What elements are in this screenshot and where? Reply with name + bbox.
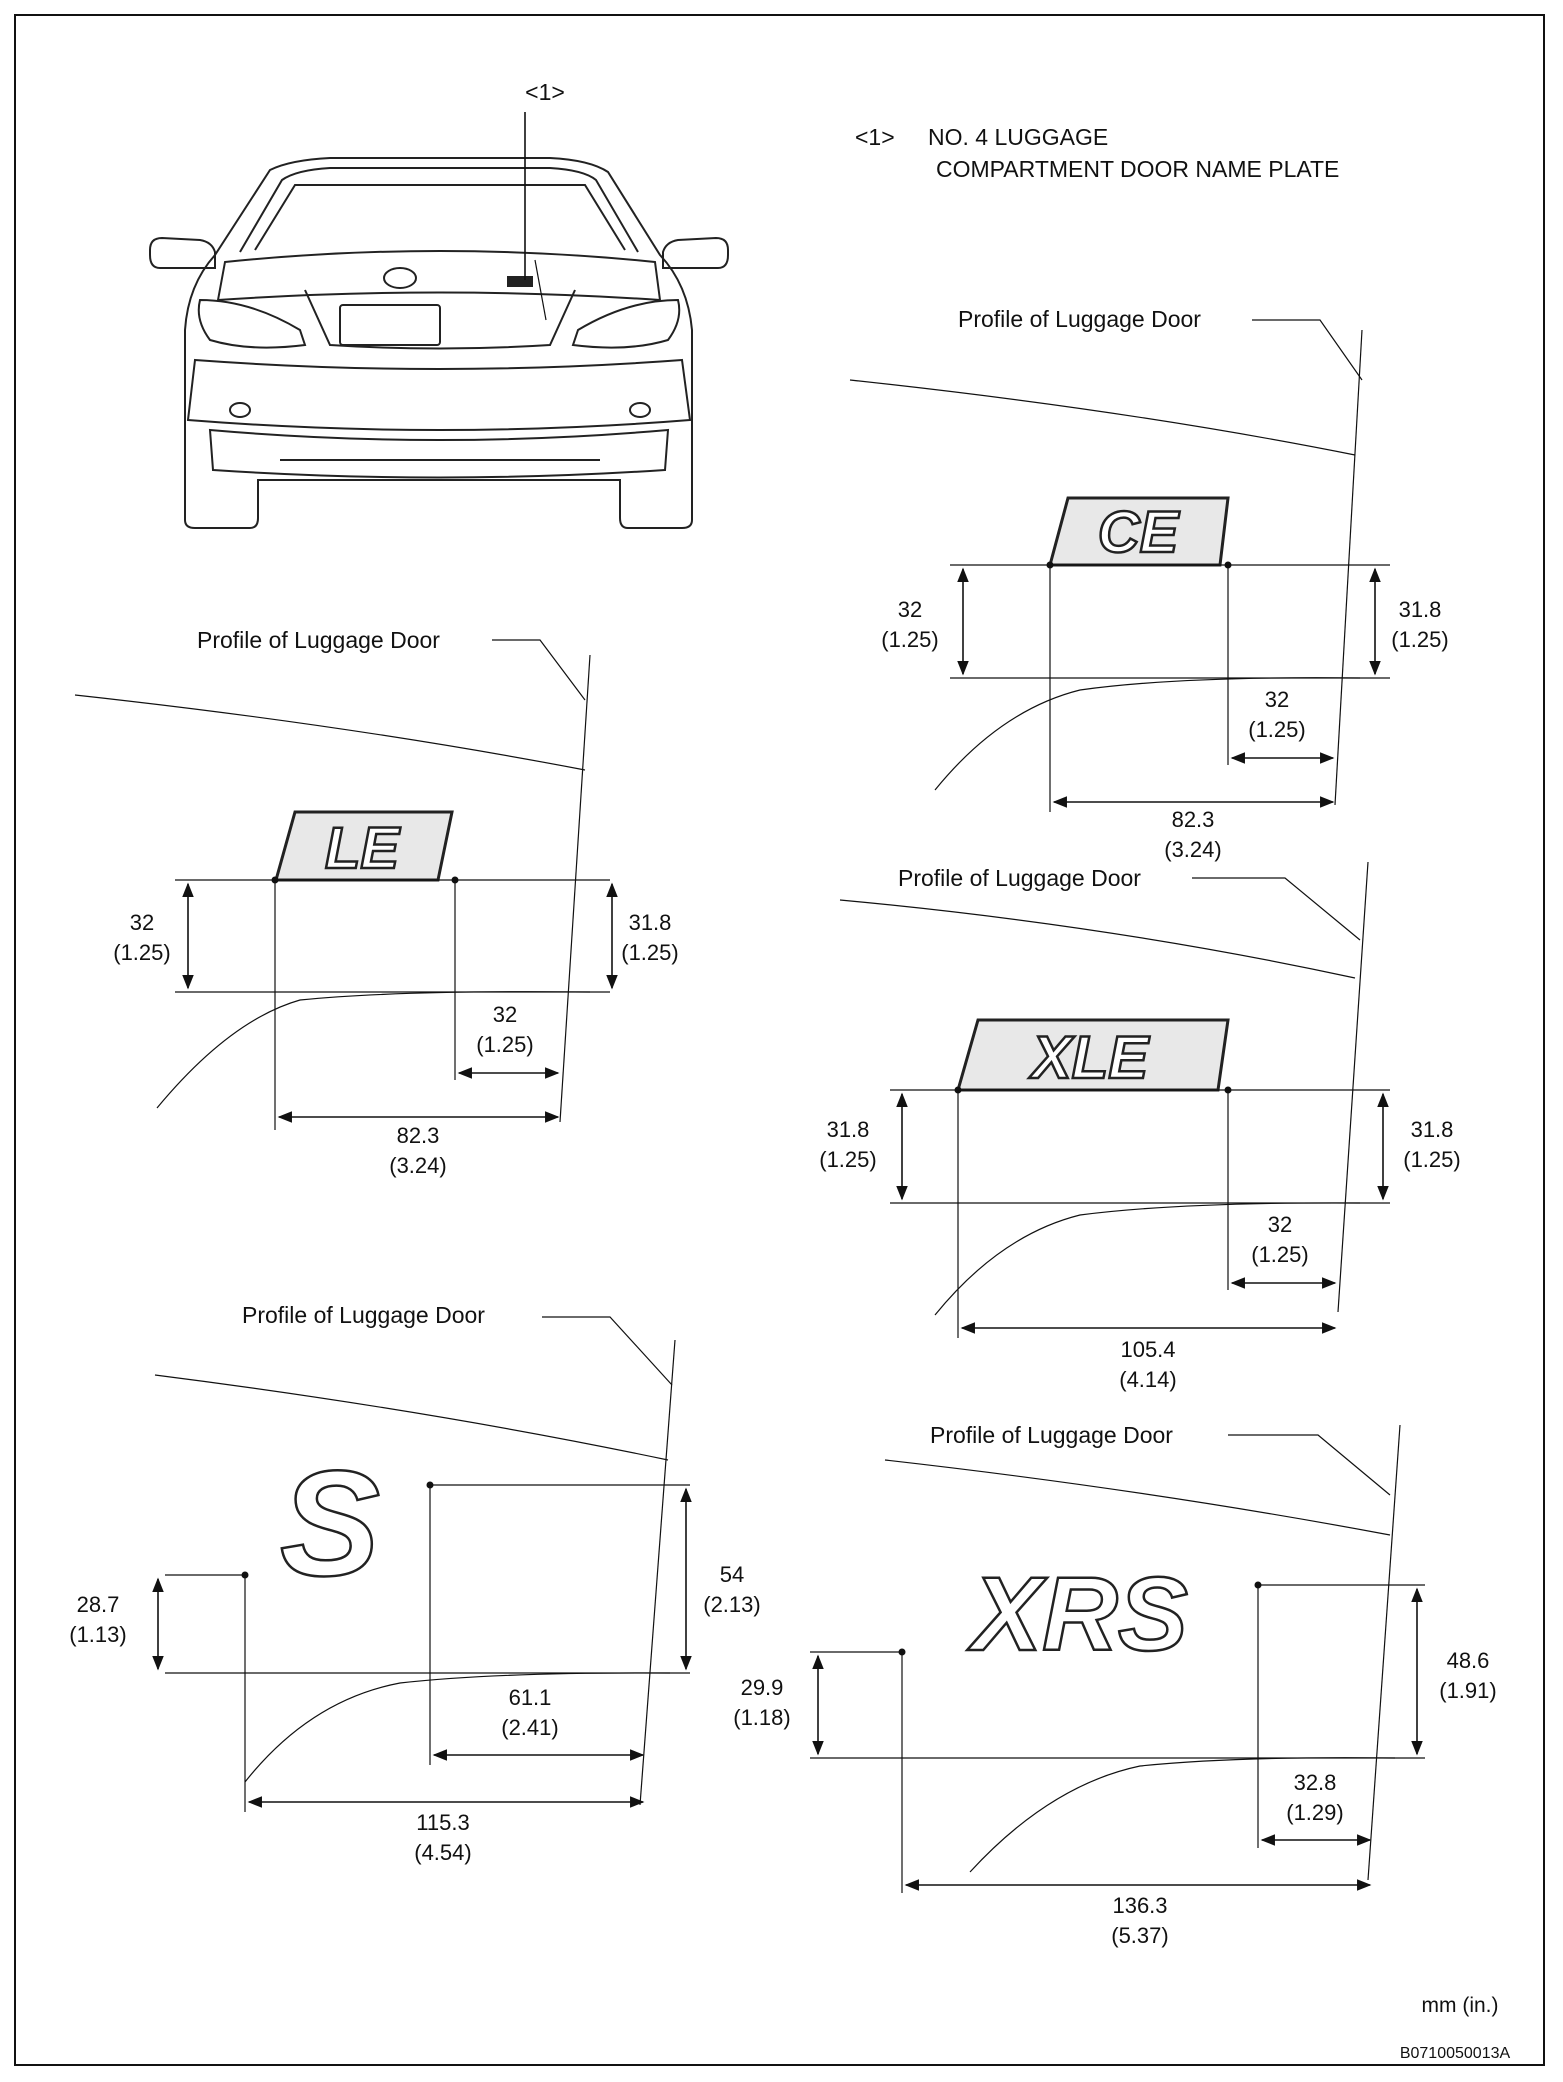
car-rear-view	[149, 157, 729, 529]
xle-plate-detail: Profile of Luggage Door XLE 31.8 (1.25) …	[819, 861, 1461, 1392]
le-left-height-in: (1.25)	[113, 940, 170, 965]
units-note: mm (in.)	[1422, 1994, 1499, 2017]
s-left-height-mm: 28.7	[77, 1592, 120, 1617]
s-width-in: (4.54)	[414, 1840, 471, 1865]
le-profile-label: Profile of Luggage Door	[197, 627, 440, 653]
xrs-gap-mm: 32.8	[1294, 1770, 1337, 1795]
xrs-plate-detail: Profile of Luggage Door XRS 29.9 (1.18) …	[733, 1422, 1496, 1948]
xrs-badge: XRS	[967, 1556, 1188, 1673]
xrs-width-mm: 136.3	[1112, 1893, 1167, 1918]
le-width-mm: 82.3	[397, 1123, 440, 1148]
le-gap-mm: 32	[493, 1002, 517, 1027]
figure-id: B0710050013A	[1400, 2045, 1511, 2062]
xle-profile-label: Profile of Luggage Door	[898, 865, 1141, 891]
xrs-left-height-mm: 29.9	[741, 1675, 784, 1700]
ce-gap-mm: 32	[1265, 687, 1289, 712]
le-plate-detail: Profile of Luggage Door LE 32 (1.25) 31.…	[74, 627, 679, 1178]
xrs-right-height-mm: 48.6	[1447, 1648, 1490, 1673]
s-gap-in: (2.41)	[501, 1715, 558, 1740]
s-plate-detail: Profile of Luggage Door S 28.7 (1.13) 54…	[69, 1302, 760, 1865]
ce-right-height-mm: 31.8	[1399, 597, 1442, 622]
drawing-frame	[14, 14, 1545, 2066]
ce-badge: CE	[1098, 500, 1181, 565]
xle-right-height-in: (1.25)	[1403, 1147, 1460, 1172]
ce-left-height-in: (1.25)	[881, 627, 938, 652]
xle-badge: XLE	[1029, 1024, 1151, 1091]
s-gap-mm: 61.1	[509, 1685, 552, 1710]
le-right-height-in: (1.25)	[621, 940, 678, 965]
legend-line-1: NO. 4 LUGGAGE	[928, 124, 1108, 150]
s-right-height-mm: 54	[720, 1562, 744, 1587]
le-width-in: (3.24)	[389, 1153, 446, 1178]
xrs-width-in: (5.37)	[1111, 1923, 1168, 1948]
xle-left-height-in: (1.25)	[819, 1147, 876, 1172]
xle-width-mm: 105.4	[1120, 1337, 1175, 1362]
xle-left-height-mm: 31.8	[827, 1117, 870, 1142]
ce-gap-in: (1.25)	[1248, 717, 1305, 742]
le-gap-in: (1.25)	[476, 1032, 533, 1057]
le-right-height-mm: 31.8	[629, 910, 672, 935]
xrs-gap-in: (1.29)	[1286, 1800, 1343, 1825]
xle-right-height-mm: 31.8	[1411, 1117, 1454, 1142]
legend-marker: <1>	[855, 124, 895, 150]
s-left-height-in: (1.13)	[69, 1622, 126, 1647]
ce-width-in: (3.24)	[1164, 837, 1221, 862]
ce-plate-detail: Profile of Luggage Door CE 32 (1.25) 31.…	[849, 306, 1449, 862]
s-right-height-in: (2.13)	[703, 1592, 760, 1617]
xle-gap-in: (1.25)	[1251, 1242, 1308, 1267]
le-badge: LE	[325, 816, 401, 881]
xrs-profile-label: Profile of Luggage Door	[930, 1422, 1173, 1448]
ce-width-mm: 82.3	[1172, 807, 1215, 832]
xle-width-in: (4.14)	[1119, 1367, 1176, 1392]
s-profile-label: Profile of Luggage Door	[242, 1302, 485, 1328]
le-left-height-mm: 32	[130, 910, 154, 935]
xrs-right-height-in: (1.91)	[1439, 1678, 1496, 1703]
ce-left-height-mm: 32	[898, 597, 922, 622]
callout-marker: <1>	[525, 79, 565, 105]
ce-right-height-in: (1.25)	[1391, 627, 1448, 652]
xrs-left-height-in: (1.18)	[733, 1705, 790, 1730]
xle-gap-mm: 32	[1268, 1212, 1292, 1237]
legend-line-2: COMPARTMENT DOOR NAME PLATE	[936, 156, 1339, 182]
s-width-mm: 115.3	[416, 1810, 469, 1835]
ce-profile-label: Profile of Luggage Door	[958, 306, 1201, 332]
s-badge: S	[280, 1439, 380, 1607]
